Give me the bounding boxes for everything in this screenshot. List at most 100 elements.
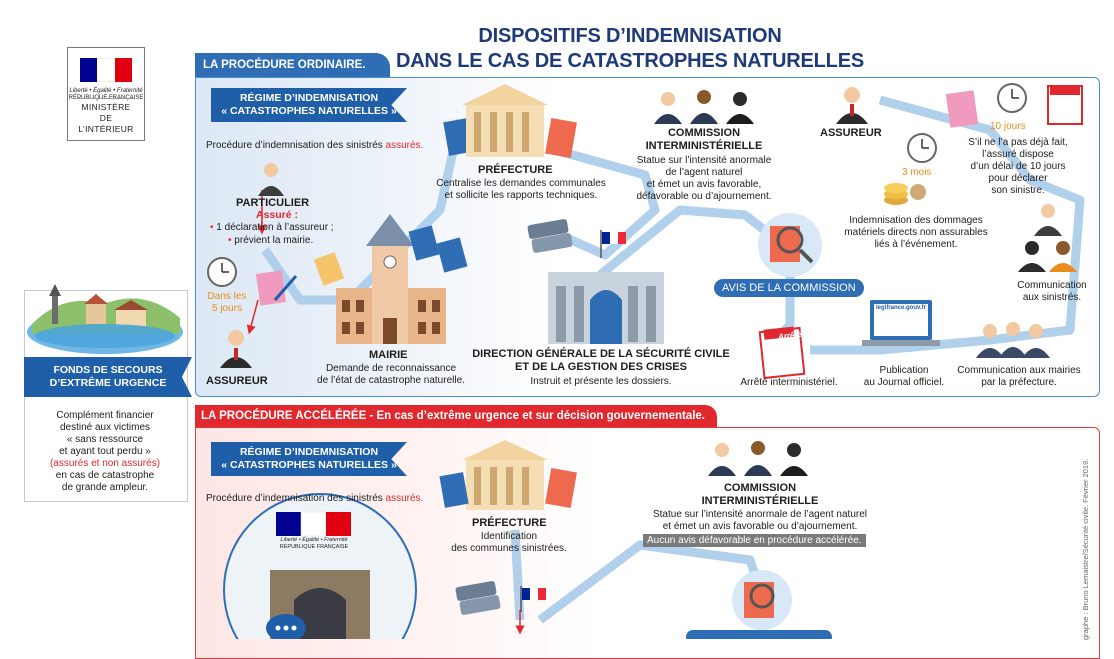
accelerated-banner-line-2: « CATASTROPHES NATURELLES » <box>221 459 397 471</box>
accelerated-banner-line-1: RÉGIME D’INDEMNISATION <box>239 446 379 458</box>
fonds-line-6: en cas de catastrophe <box>55 470 155 481</box>
accelerated-prefecture-title: PRÉFECTURE <box>472 517 547 529</box>
ordinary-banner-line-1: RÉGIME D’INDEMNISATION <box>239 92 379 104</box>
sinistres-people-icon <box>1018 204 1077 272</box>
dgscgc-title: DIRECTION GÉNÉRALE DE LA SÉCURITÉ CIVILE… <box>462 348 740 374</box>
dgscgc-building-icon <box>548 272 664 344</box>
indemnisation-line-1: Indemnisation des dommages <box>849 215 983 226</box>
legifrance-text: legifrance.gouv.fr <box>876 305 926 311</box>
fonds-line-2: destiné aux victimes <box>59 422 151 433</box>
ordinary-procedure-highlight: assurés. <box>385 140 424 151</box>
accelerated-commission-title-2: INTERMINISTÉRIELLE <box>701 495 819 507</box>
commission-people-icon <box>654 90 754 124</box>
prefecture-line-1: Centralise les demandes communales <box>436 178 606 189</box>
republique-building-icon <box>223 493 417 639</box>
communication-sinistres-line-1: Communication <box>1017 280 1087 291</box>
dgscgc-title-2: ET DE LA GESTION DES CRISES <box>515 361 687 373</box>
prefecture-building-icon <box>462 84 548 157</box>
ordinary-procedure-text: Procédure d’indemnisation des sinistrés … <box>206 140 423 152</box>
publication-line-1: Publication <box>879 365 929 376</box>
particulier-person-icon <box>258 163 284 196</box>
particulier-item-2: • prévient la mairie. <box>228 235 314 246</box>
fonds-line-7: de grande ampleur. <box>61 482 149 493</box>
fonds-title-2: D’EXTRÊME URGENCE <box>49 377 167 389</box>
ministry-name: MINISTÈRE DE L’INTÉRIEUR <box>68 102 144 135</box>
delay-5-days: Dans les 5 jours <box>203 291 251 315</box>
clock-icon <box>207 257 237 287</box>
commission-line-4: défavorable ou d’ajournement. <box>636 191 772 202</box>
accelerated-commission-line-1: Statue sur l’intensité anormale de l’age… <box>652 509 868 520</box>
ministry-logo: Liberté • Égalité • Fraternité RÉPUBLIQU… <box>67 47 145 141</box>
accelerated-prefecture-line-2: des communes sinistrées. <box>451 543 567 554</box>
ordinary-regime-banner: RÉGIME D’INDEMNISATION « CATASTROPHES NA… <box>211 88 407 122</box>
coins-icon <box>884 183 926 205</box>
fonds-line-3: « sans ressource <box>66 434 144 445</box>
accelerated-prefecture-line-1: Identification <box>480 531 538 542</box>
commission-description: Statue sur l’intensité anormale de l’age… <box>616 155 792 203</box>
ten-days-description: S’il ne l’a pas déjà fait, l’assuré disp… <box>946 137 1090 197</box>
prefecture-line-2: et sollicite les rapports techniques. <box>444 190 598 201</box>
commission-line-2: de l’agent naturel <box>665 167 743 178</box>
partial-pill-accelerated <box>686 630 832 639</box>
red-arrows <box>246 190 525 635</box>
fonds-line-4: et ayant tout perdu » <box>59 446 151 457</box>
fonds-title-1: FONDS DE SECOURS <box>53 364 163 376</box>
ordinary-banner-box: RÉGIME D’INDEMNISATION « CATASTROPHES NA… <box>211 88 407 122</box>
accelerated-regime-banner: RÉGIME D’INDEMNISATION « CATASTROPHES NA… <box>211 442 407 476</box>
accelerated-commission-strip: Aucun avis défavorable en procédure accé… <box>643 534 866 547</box>
accelerated-commission-title: COMMISSION INTERMINISTÉRIELLE <box>682 482 838 508</box>
publication-line-2: au Journal officiel. <box>863 377 945 388</box>
ministry-line-2: DE <box>99 113 113 123</box>
ten-days-clock-icon <box>945 83 1083 128</box>
publication-label: Publication au Journal officiel. <box>848 365 960 389</box>
mairie-line-1: Demande de reconnaissance <box>325 363 457 374</box>
declaration-document-icon <box>255 270 298 306</box>
prefecture-description: Centralise les demandes communales et so… <box>416 178 626 202</box>
ten-days-line-1: S’il ne l’a pas déjà fait, <box>968 137 1068 148</box>
republique-flag-icon <box>276 511 351 537</box>
communication-sinistres-line-2: aux sinistrés. <box>1022 292 1082 303</box>
ten-days-line-2: l’assuré dispose <box>982 149 1054 160</box>
ten-days-line-3: d’un délai de 10 jours <box>970 161 1066 172</box>
accelerated-commission-line-2: et émet un avis favorable ou d’ajourneme… <box>662 521 858 532</box>
ministry-line-3: L’INTÉRIEUR <box>78 124 134 134</box>
commission-line-3: et émet un avis favorable, <box>646 179 762 190</box>
indemnisation-description: Indemnisation des dommages matériels dir… <box>838 215 994 251</box>
communication-sinistres: Communication aux sinistrés. <box>1006 280 1098 304</box>
assureur-right-label: ASSUREUR <box>820 127 882 139</box>
fonds-line-1: Complément financier <box>56 410 154 421</box>
mairie-building-icon <box>336 214 446 344</box>
particulier-subtitle: Assuré : <box>256 209 299 221</box>
commission-title-2: INTERMINISTÉRIELLE <box>645 140 763 152</box>
particulier-item-1-text: 1 déclaration à l’assureur ; <box>216 222 334 233</box>
particulier-item-1: • 1 déclaration à l’assureur ; <box>210 222 334 233</box>
ten-days-line-4: pour déclarer <box>988 173 1048 184</box>
flood-illustration-icon <box>27 284 183 354</box>
three-months-label: 3 mois <box>902 167 932 178</box>
laptop-icon <box>862 300 940 346</box>
mairie-description: Demande de reconnaissance de l’état de c… <box>300 363 482 387</box>
accelerated-commission-title-1: COMMISSION <box>723 482 797 494</box>
accelerated-prefecture-description: Identification des communes sinistrées. <box>440 531 578 555</box>
particulier-item-2-text: prévient la mairie. <box>234 235 314 246</box>
delay-line-2: 5 jours <box>211 303 242 314</box>
ministry-line-1: MINISTÈRE <box>81 102 131 112</box>
arrete-label: Arrêté interministériel. <box>740 377 838 388</box>
commission-line-1: Statue sur l’intensité anormale <box>636 155 772 166</box>
mairie-title: MAIRIE <box>369 349 408 361</box>
title-line-1: DISPOSITIFS D’INDEMNISATION <box>478 25 782 47</box>
commission-accelerated-people-icon <box>708 441 808 476</box>
accelerated-procedure-text: Procédure d’indemnisation des sinistrés … <box>206 493 423 505</box>
fonds-description: Complément financier destiné aux victime… <box>24 410 186 494</box>
ten-days-line-5: son sinistre. <box>991 185 1045 196</box>
assureur-left-label: ASSUREUR <box>206 375 268 387</box>
avis-commission-pill: AVIS DE LA COMMISSION <box>714 279 864 297</box>
document-stack-icon <box>313 118 577 286</box>
tab-ordinary-procedure: LA PROCÉDURE ORDINAIRE. <box>195 53 390 77</box>
marianne-flag-icon <box>80 58 132 82</box>
tab-accelerated-procedure: LA PROCÉDURE ACCÉLÉRÉE - En cas d’extrêm… <box>195 405 718 427</box>
communication-mairies: Communication aux mairies par la préfect… <box>944 365 1094 389</box>
accelerated-logo-motto: Liberté • Égalité • Fraternité <box>280 537 348 543</box>
fonds-line-5: (assurés et non assurés) <box>49 458 161 469</box>
commission-title: COMMISSION INTERMINISTÉRIELLE <box>626 127 782 153</box>
